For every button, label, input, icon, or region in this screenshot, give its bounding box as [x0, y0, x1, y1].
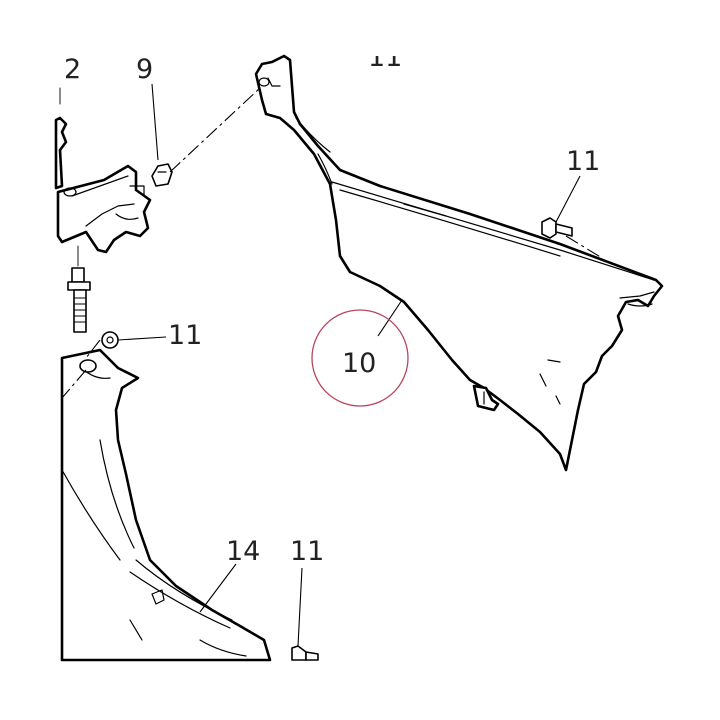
- callout-label-14: 14: [226, 536, 260, 567]
- callout-label-11-bottom: 11: [290, 536, 324, 567]
- left-bracket-assembly: [54, 87, 173, 333]
- panel-part-10: [254, 54, 664, 472]
- highlight-ring: [311, 309, 409, 407]
- screw-bottom: [291, 645, 319, 661]
- nut-left: [79, 359, 97, 373]
- panel-part-14: [60, 348, 272, 662]
- assembly-lines: [61, 87, 603, 399]
- screw-upper-right: [541, 217, 573, 239]
- leader-lines: [117, 83, 581, 647]
- callout-label-9: 9: [136, 54, 153, 85]
- callout-label-10: 10: [342, 348, 376, 379]
- callout-label-11-left: 11: [168, 320, 202, 351]
- callout-label-2: 2: [64, 54, 81, 85]
- stud-bolt: [67, 245, 91, 333]
- screw-left: [101, 331, 119, 349]
- callout-label-11-upper-right: 11: [566, 146, 600, 177]
